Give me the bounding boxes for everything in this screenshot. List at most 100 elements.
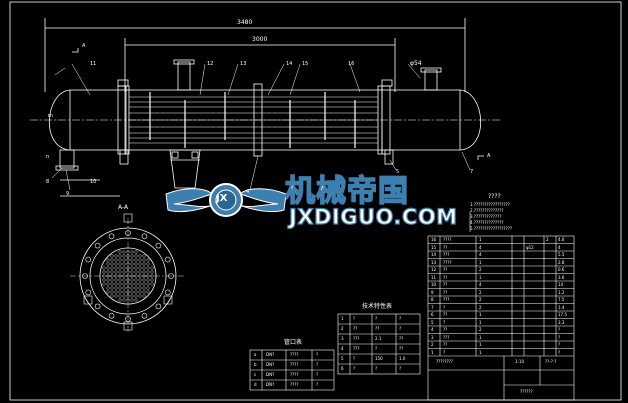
part-label-14: 14 <box>286 61 293 67</box>
tube-hole <box>134 282 138 286</box>
bom-cell: 2 <box>479 267 482 272</box>
section-tab-right <box>163 295 173 305</box>
bom-cell: ?? <box>443 274 448 280</box>
section-arrow-a-bottom: A <box>487 153 491 159</box>
tube-hole <box>150 278 154 282</box>
tube-hole <box>142 270 146 274</box>
bom-cell: ?? <box>443 342 448 347</box>
bom-cell: 2 <box>479 289 482 295</box>
tube-hole <box>138 290 142 294</box>
section-tab-left <box>83 295 93 305</box>
tube-hole <box>106 282 110 286</box>
tube-hole <box>106 266 110 270</box>
nozzle-table-grid <box>249 349 335 391</box>
watermark-brand-cn: 机械帝国 <box>284 174 409 209</box>
tech-table-cell: 6 <box>341 366 344 371</box>
tube-hole <box>118 270 122 274</box>
tube-hole <box>130 258 134 262</box>
notes-title: ???? <box>488 193 501 200</box>
tube-hole <box>130 298 134 302</box>
tube-hole <box>146 262 150 266</box>
tube-hole <box>130 266 134 270</box>
tube-hole <box>122 258 126 262</box>
tube-hole <box>102 278 106 282</box>
bom-cell: 7.5 <box>558 297 565 302</box>
tube-hole <box>110 290 114 294</box>
nozzle-table-cell: ???? <box>290 362 299 367</box>
dim-tube: 3000 <box>252 36 268 43</box>
support-saddle-left <box>169 149 201 189</box>
bom-cell: ??? <box>443 297 450 302</box>
bom-cell: 13 <box>431 259 437 265</box>
bom-cell: ?? <box>443 327 448 332</box>
tech-table-cell: ? <box>375 366 378 371</box>
bom-cell: ?? <box>443 267 448 272</box>
tube-hole <box>146 266 150 270</box>
bottom-nozzle-left <box>59 149 75 169</box>
nozzle-table-cell: DN? <box>266 362 275 367</box>
bolt-hole <box>82 273 88 279</box>
nozzle-table-cell: b <box>254 362 257 367</box>
section-tab-bottom <box>123 321 133 331</box>
tech-table-cell: ?? <box>375 326 380 331</box>
tech-table-cell: 5 <box>341 356 344 361</box>
bom-cell: 4.6 <box>558 237 565 242</box>
tube-hole <box>114 294 118 298</box>
bolt-hole <box>141 233 148 240</box>
bom-cell: 2 <box>546 237 549 242</box>
tube-hole <box>110 262 114 266</box>
tube-hole <box>142 266 146 270</box>
notes-line-2: 2.?????????????? <box>470 208 504 213</box>
nozzle-table-cell: ? <box>316 382 319 387</box>
tube-hole <box>138 266 142 270</box>
tech-table-cell: ?? <box>353 326 358 331</box>
bom-cell: 1.4 <box>558 304 565 310</box>
tube-hole <box>122 278 126 282</box>
tube-hole <box>138 278 142 282</box>
tube-hole <box>130 294 134 298</box>
tube-hole <box>106 286 110 290</box>
tube-hole <box>102 282 106 286</box>
bom-cell: 1 <box>479 237 482 242</box>
part-label-15: 15 <box>302 61 309 67</box>
tube-hole <box>142 290 146 294</box>
bom-cell: 2 <box>431 342 434 347</box>
tube-hole <box>106 278 110 282</box>
bolt-hole <box>85 256 92 263</box>
tube-hole <box>138 286 142 290</box>
tube-hole <box>146 286 150 290</box>
bom-cell: ?? <box>443 289 448 295</box>
bom-cell: 4 <box>558 244 561 250</box>
bom-cell: ? <box>443 349 446 355</box>
bom-cell: 1 <box>479 334 482 340</box>
tube-hole <box>110 286 114 290</box>
bom-cell: 10 <box>431 282 437 287</box>
bom-cell: 6 <box>431 312 434 317</box>
dim-overall: 3480 <box>237 19 253 26</box>
tech-table-cell: ? <box>399 326 402 331</box>
tube-hole <box>130 270 134 274</box>
bolt-hole <box>108 312 115 319</box>
bom-cell: ? <box>443 319 446 325</box>
tech-table-cell: ? <box>375 346 378 351</box>
tube-hole <box>110 258 114 262</box>
tube-hole <box>106 262 110 266</box>
bom-cell: ? <box>558 334 561 340</box>
bom-cell: 3.3 <box>558 319 565 325</box>
tube-hole <box>138 270 142 274</box>
tube-hole <box>118 286 122 290</box>
bolt-hole <box>94 303 101 310</box>
bom-cell: ? <box>443 304 446 310</box>
bom-cell: ???? <box>443 237 452 242</box>
tube-hole <box>122 250 126 254</box>
tube-hole <box>134 262 138 266</box>
bom-cell: 1 <box>479 349 482 355</box>
tube-hole <box>142 258 146 262</box>
tube-hole <box>142 282 146 286</box>
tech-table-cell: 150 <box>375 356 383 361</box>
notes-line-4: 4.?????????????? <box>470 220 504 225</box>
tube-hole <box>118 290 122 294</box>
watermark-brand-en: JXDIGUO.COM <box>288 205 458 229</box>
tube-hole <box>122 254 126 258</box>
